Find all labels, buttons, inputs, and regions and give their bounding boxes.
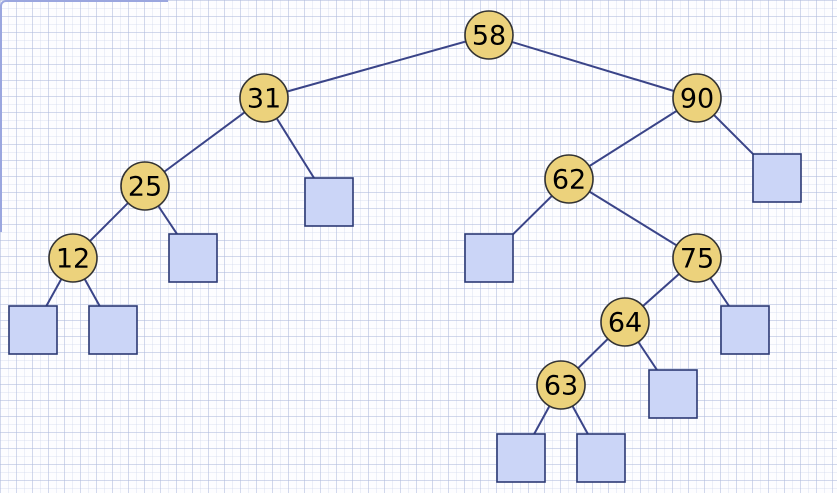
tree-node-75: 75 xyxy=(672,233,722,283)
node-key: 25 xyxy=(128,172,162,203)
tree-node-90: 90 xyxy=(672,73,722,123)
node-key: 62 xyxy=(552,165,586,196)
node-circle xyxy=(536,360,586,410)
tree-node-64: 64 xyxy=(600,297,650,347)
node-circle xyxy=(464,10,514,60)
node-key: 64 xyxy=(608,308,642,339)
tree-edge xyxy=(488,34,698,99)
tree-node-58: 58 xyxy=(464,10,514,60)
node-key: 63 xyxy=(544,371,578,402)
external-leaf-node xyxy=(8,305,58,355)
external-leaf-node xyxy=(168,233,218,283)
tree-node-31: 31 xyxy=(239,73,289,123)
tree-leaves xyxy=(8,153,802,483)
tree-edge xyxy=(263,34,490,99)
tree-node-63: 63 xyxy=(536,360,586,410)
node-circle xyxy=(544,154,594,204)
node-key: 31 xyxy=(247,84,281,115)
node-circle xyxy=(48,233,98,283)
node-circle xyxy=(672,233,722,283)
tree-node-62: 62 xyxy=(544,154,594,204)
external-leaf-node xyxy=(720,305,770,355)
node-key: 75 xyxy=(680,244,714,275)
tree-nodes: 58 31 90 25 62 12 75 64 63 xyxy=(48,10,722,410)
node-key: 58 xyxy=(472,21,506,52)
tree-edge xyxy=(568,178,698,259)
external-leaf-node xyxy=(464,233,514,283)
external-leaf-node xyxy=(648,369,698,419)
node-circle xyxy=(120,161,170,211)
external-leaf-node xyxy=(88,305,138,355)
node-circle xyxy=(239,73,289,123)
external-leaf-node xyxy=(576,433,626,483)
node-key: 12 xyxy=(56,244,90,275)
tree-edge xyxy=(568,97,698,180)
node-circle xyxy=(672,73,722,123)
external-leaf-node xyxy=(304,177,354,227)
external-leaf-node xyxy=(496,433,546,483)
slide-frame-corner xyxy=(0,0,168,232)
tree-node-12: 12 xyxy=(48,233,98,283)
node-circle xyxy=(600,297,650,347)
external-leaf-node xyxy=(752,153,802,203)
tree-node-25: 25 xyxy=(120,161,170,211)
node-key: 90 xyxy=(680,84,714,115)
